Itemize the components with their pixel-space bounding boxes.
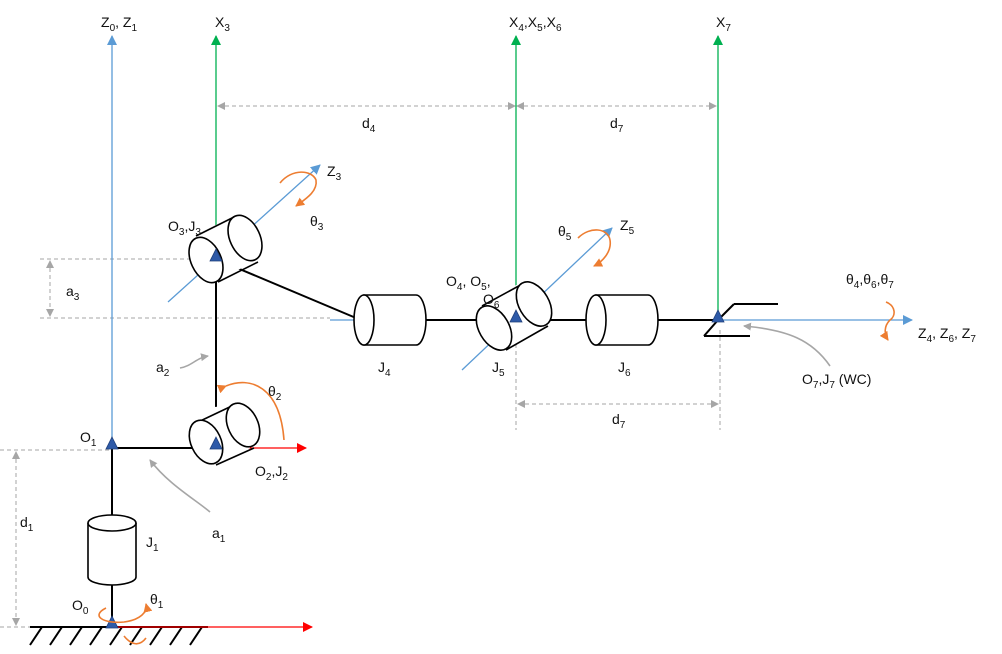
- origin-o2-marker: [209, 436, 223, 450]
- label-theta1: θ1: [150, 591, 164, 611]
- label-a1: a1: [212, 525, 226, 545]
- label-j6: J6: [618, 359, 631, 379]
- label-z5: Z5: [620, 217, 635, 237]
- label-x4-x5-x6: X4,X5,X6: [509, 14, 562, 34]
- origin-o1-marker: [105, 436, 119, 450]
- joint-j1: [87, 514, 137, 586]
- label-x3: X3: [215, 14, 230, 34]
- label-z3: Z3: [327, 163, 342, 183]
- label-theta3: θ3: [310, 213, 324, 233]
- label-o0: O0: [72, 597, 89, 617]
- label-j1: J1: [146, 534, 159, 554]
- label-j4: J4: [378, 359, 391, 379]
- ground: [29, 626, 208, 646]
- dimension-lines: [0, 102, 721, 628]
- label-o7-j7-wc: O7,J7 (WC): [802, 371, 871, 391]
- origin-o3-marker: [209, 248, 223, 262]
- label-a2: a2: [156, 359, 170, 379]
- label-j5: J5: [492, 359, 505, 379]
- label-d7-bottom: d7: [612, 411, 626, 431]
- joint-j3: [188, 214, 263, 284]
- origin-o456-marker: [509, 309, 523, 323]
- origin-o7-marker: [711, 309, 725, 323]
- labels: Z0, Z1 X3 X4,X5,X6 X7 d4 d7 d7 Z3 θ3 O3,…: [20, 14, 976, 617]
- label-theta2: θ2: [268, 383, 282, 403]
- joint-j2: [188, 402, 261, 466]
- label-o4-o5: O4, O5,: [446, 273, 491, 293]
- label-theta5: θ5: [558, 223, 572, 243]
- label-x7: X7: [716, 14, 731, 34]
- label-d1: d1: [20, 514, 34, 534]
- label-a3: a3: [66, 283, 80, 303]
- theta3-rotation-arrow: [279, 171, 317, 207]
- label-z4-z6-z7: Z4, Z6, Z7: [918, 325, 976, 345]
- theta5-rotation-arrow: [577, 229, 612, 267]
- origin-markers: [105, 248, 725, 629]
- callout-pointers: [149, 322, 831, 513]
- links: [111, 258, 718, 627]
- label-o6: O6: [483, 291, 500, 311]
- theta1-rotation-arrow: [98, 603, 153, 624]
- joint-j4: [353, 294, 427, 346]
- label-d7-top: d7: [610, 115, 624, 135]
- joint-j6: [585, 294, 659, 346]
- label-o1: O1: [80, 429, 97, 449]
- theta467-rotation-arrow: [879, 301, 895, 341]
- label-o3-j3: O3,J3: [168, 218, 201, 238]
- label-d4: d4: [362, 115, 376, 135]
- label-o2-j2: O2,J2: [255, 463, 288, 483]
- label-z0-z1: Z0, Z1: [101, 14, 137, 34]
- rotation-arrows: [98, 171, 895, 645]
- theta2-rotation-arrow: [216, 381, 285, 441]
- label-theta4-theta6-theta7: θ4,θ6,θ7: [846, 271, 894, 291]
